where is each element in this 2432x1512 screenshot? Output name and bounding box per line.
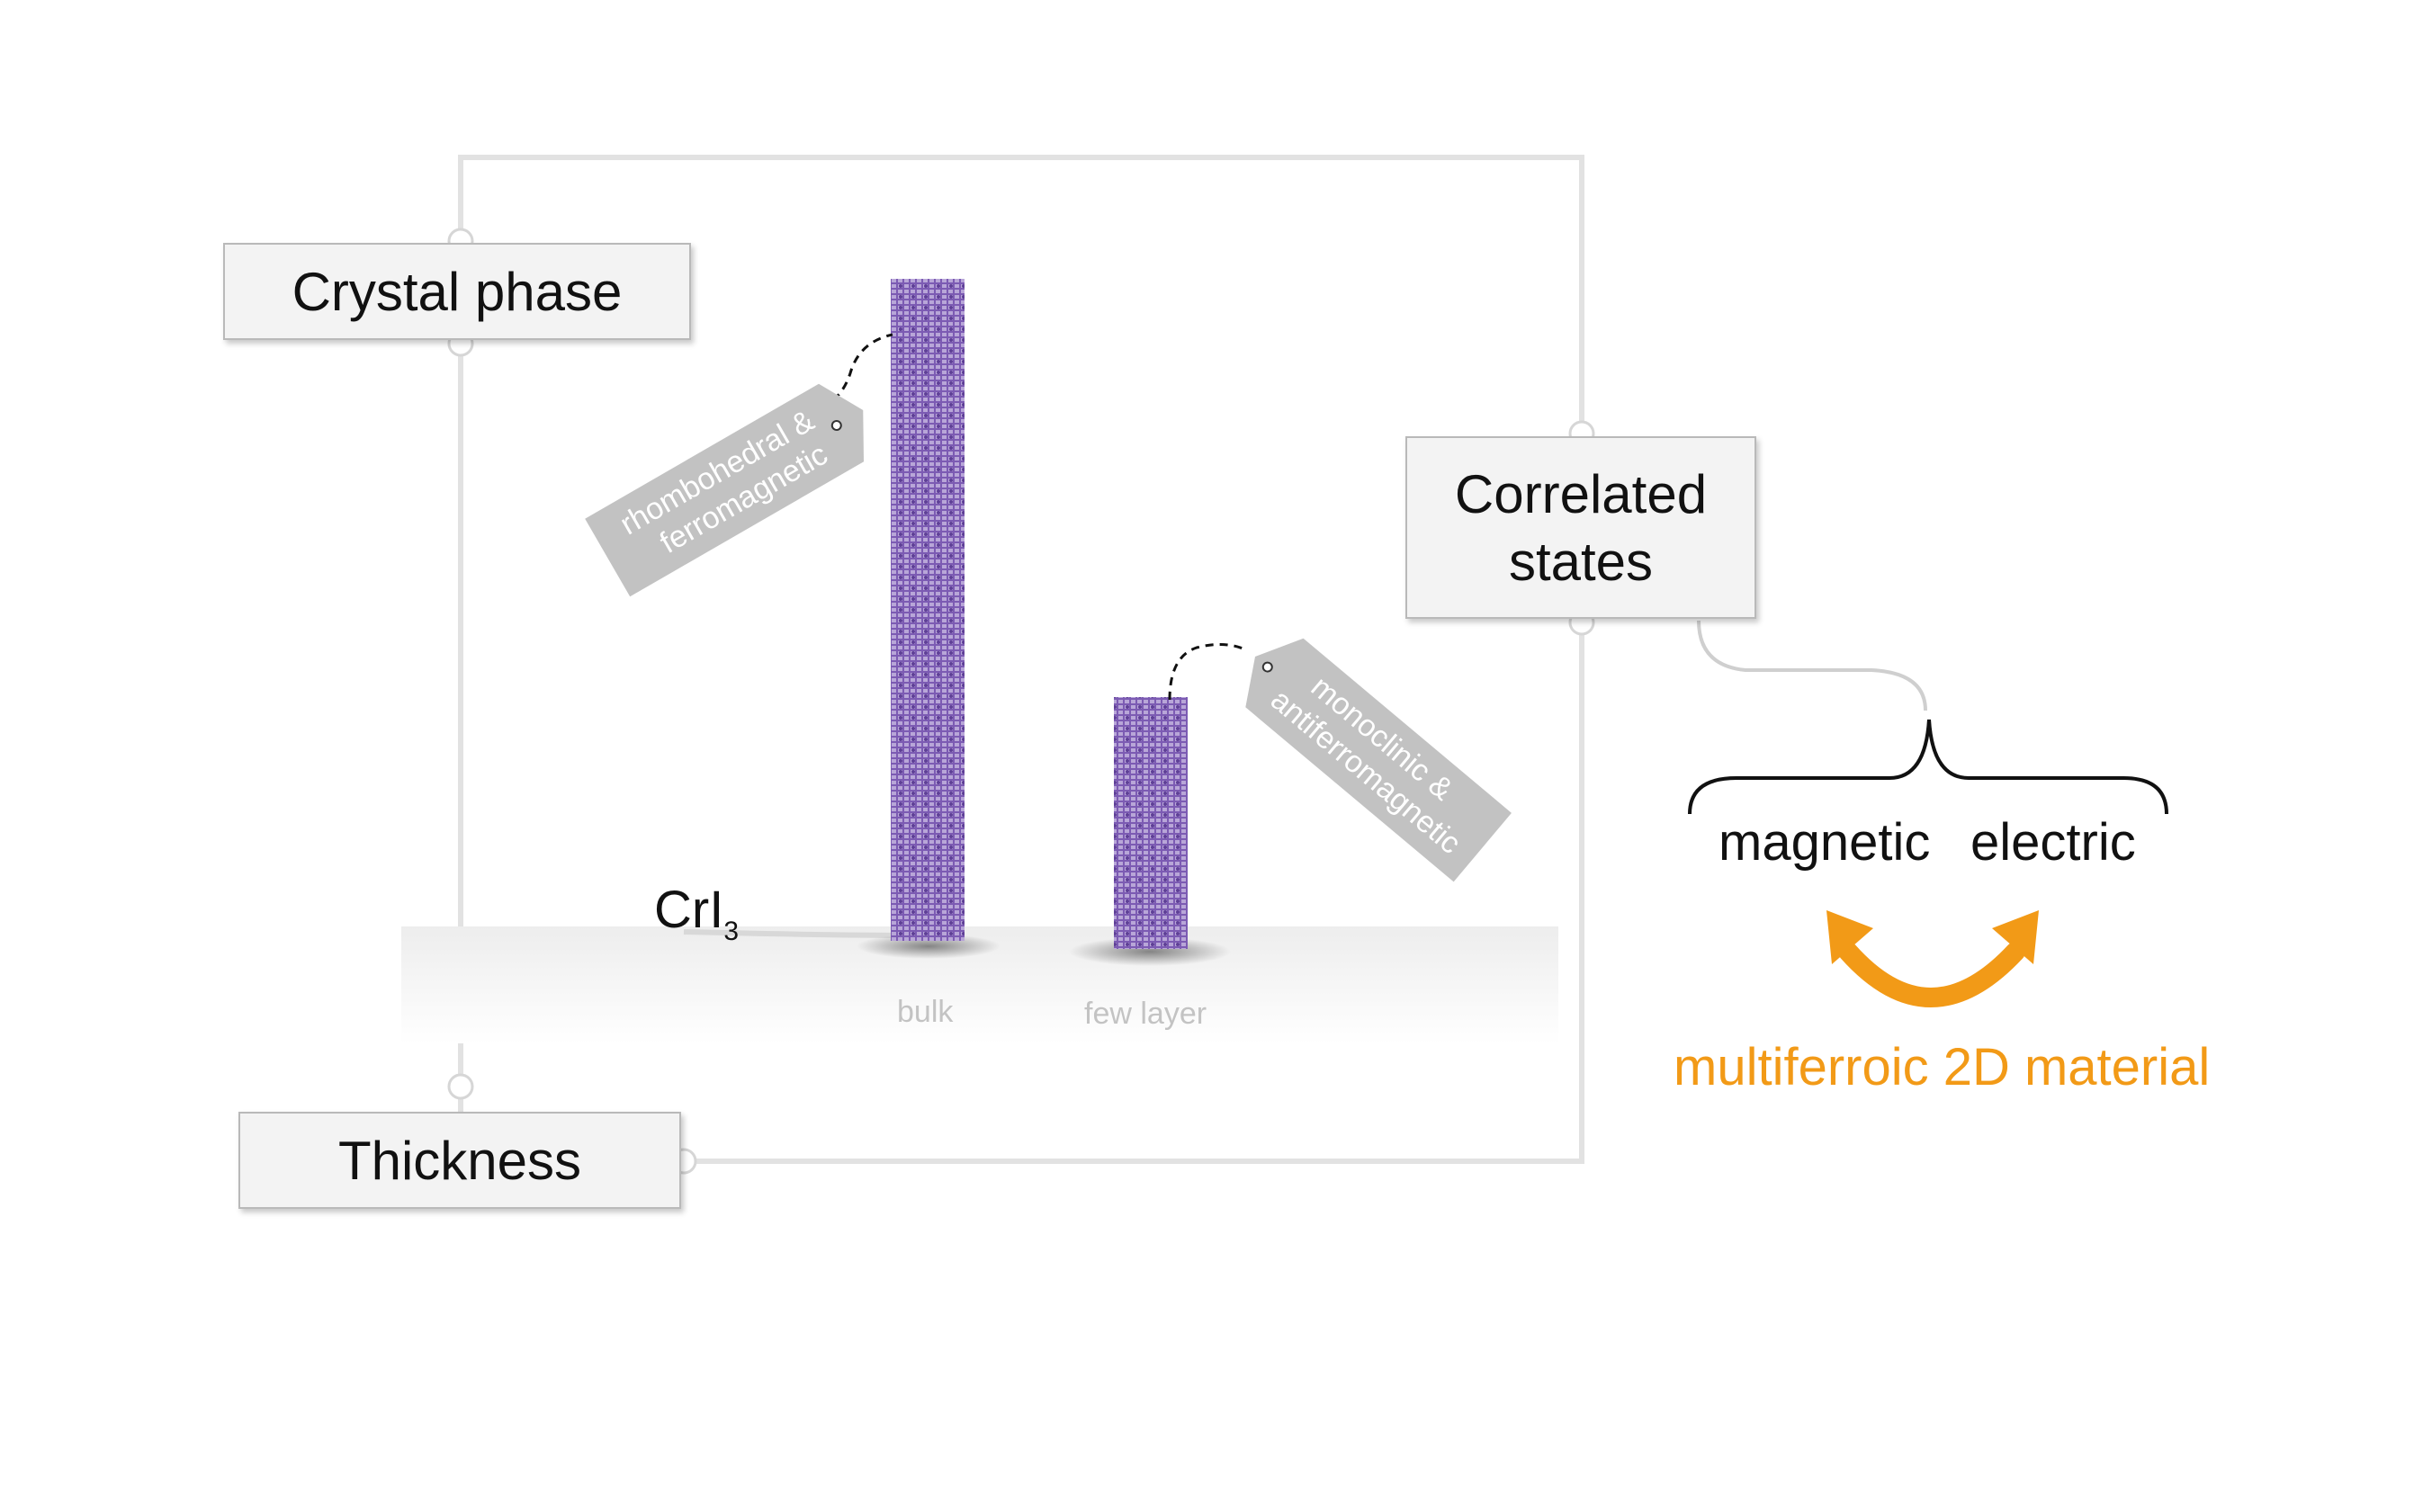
crystal-phase-label: Crystal phase [292,261,623,322]
curly-brace [1688,719,2168,815]
electric-label: electric [1970,813,2136,872]
thickness-label: Thickness [337,1130,582,1191]
few-layer-label: few layer [1084,997,1207,1031]
bulk-label: bulk [897,995,954,1029]
multiferroic-label: multiferroic 2D material [1674,1038,2211,1096]
thickness-box: Thickness [238,1112,681,1209]
few-layer-crystal-column [1114,697,1188,949]
correlated-label-line1: Correlated [1454,463,1708,524]
material-formula: CrI3 [654,880,739,947]
few-layer-shadow [1069,937,1231,966]
few-layer-tag-string [1168,643,1246,701]
coupling-arrow-icon [1826,910,2039,1007]
main-frame [458,155,1584,1164]
magnetic-label: magnetic [1719,813,1931,872]
material-formula-subscript: 3 [723,917,740,946]
correlated-connector [1697,620,1927,711]
bulk-tag-string [820,333,893,408]
crystal-phase-box: Crystal phase [223,243,691,340]
bulk-tag: rhombohedral & ferromagnetic [585,383,864,597]
bulk-crystal-column [891,279,965,941]
correlated-label-line2: states [1508,531,1654,592]
material-formula-base: CrI [654,881,724,939]
few-layer-tag: monoclinic & antiferromagnetic [1245,638,1512,882]
correlated-states-box: Correlated states [1405,436,1756,619]
